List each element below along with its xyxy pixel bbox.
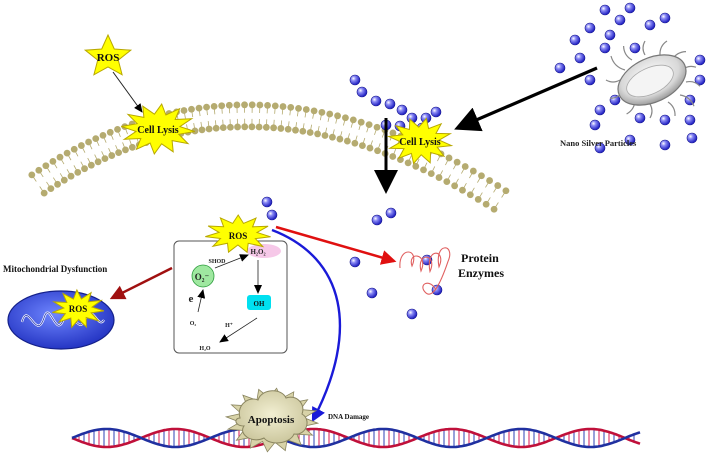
entry-arrow <box>454 66 598 132</box>
ros-star-top: ROS <box>83 33 133 76</box>
oh-box <box>247 295 271 310</box>
o2-label: O₂ <box>190 321 197 327</box>
mito-dysfunction-label: Mitochondrial Dysfunction <box>3 264 107 274</box>
apoptosis-label: Apoptosis <box>248 414 295 426</box>
shod-label: SHOD <box>208 259 226 265</box>
apoptosis-cloud: Apoptosis <box>224 387 320 453</box>
ros-mito-label: ROS <box>69 304 88 314</box>
ros-to-lysis-arrow <box>112 71 143 113</box>
cell-lysis-burst-right: Cell Lysis <box>386 117 454 165</box>
ros-center-label: ROS <box>229 231 248 241</box>
ros-to-mitochondria-arrow <box>109 266 173 300</box>
bacterium-icon <box>605 40 701 119</box>
o2-radical-circle <box>191 264 215 288</box>
enzymes-label: Enzymes <box>458 266 504 280</box>
cell-lysis-burst-left: Cell Lysis <box>121 103 195 155</box>
cell-lysis-left-label: Cell Lysis <box>137 125 179 136</box>
h2o2-label: H₂O₂ <box>250 248 265 256</box>
electron-label: e <box>189 293 194 305</box>
cell-membrane <box>28 101 510 213</box>
ros-to-dna-arrow <box>271 228 342 423</box>
o2-to-radical-arrow <box>197 289 206 313</box>
ros-to-protein-arrow <box>275 225 397 265</box>
h-plus-label: H⁺ <box>225 323 233 329</box>
dna-damage-label: DNA Damage <box>328 413 369 421</box>
o2-radical-label: O₂⁻ <box>195 272 210 282</box>
ros-burst-mito: ROS <box>51 288 105 329</box>
dna-helix <box>71 427 641 449</box>
ros-burst-center: ROS <box>205 214 271 254</box>
cell-lysis-right-label: Cell Lysis <box>399 137 441 148</box>
protein-label: Protein <box>461 251 499 265</box>
h2o2-blob <box>247 244 281 258</box>
oh-to-water-arrow <box>219 317 258 343</box>
ros-top-label: ROS <box>97 52 120 64</box>
protein-coil-icon <box>399 247 451 295</box>
h2o-label: H₂O <box>199 346 210 352</box>
oh-label: OH <box>254 300 265 308</box>
nano-silver-label: Nano Silver Particles <box>560 138 637 148</box>
shod-arrow <box>214 254 249 269</box>
